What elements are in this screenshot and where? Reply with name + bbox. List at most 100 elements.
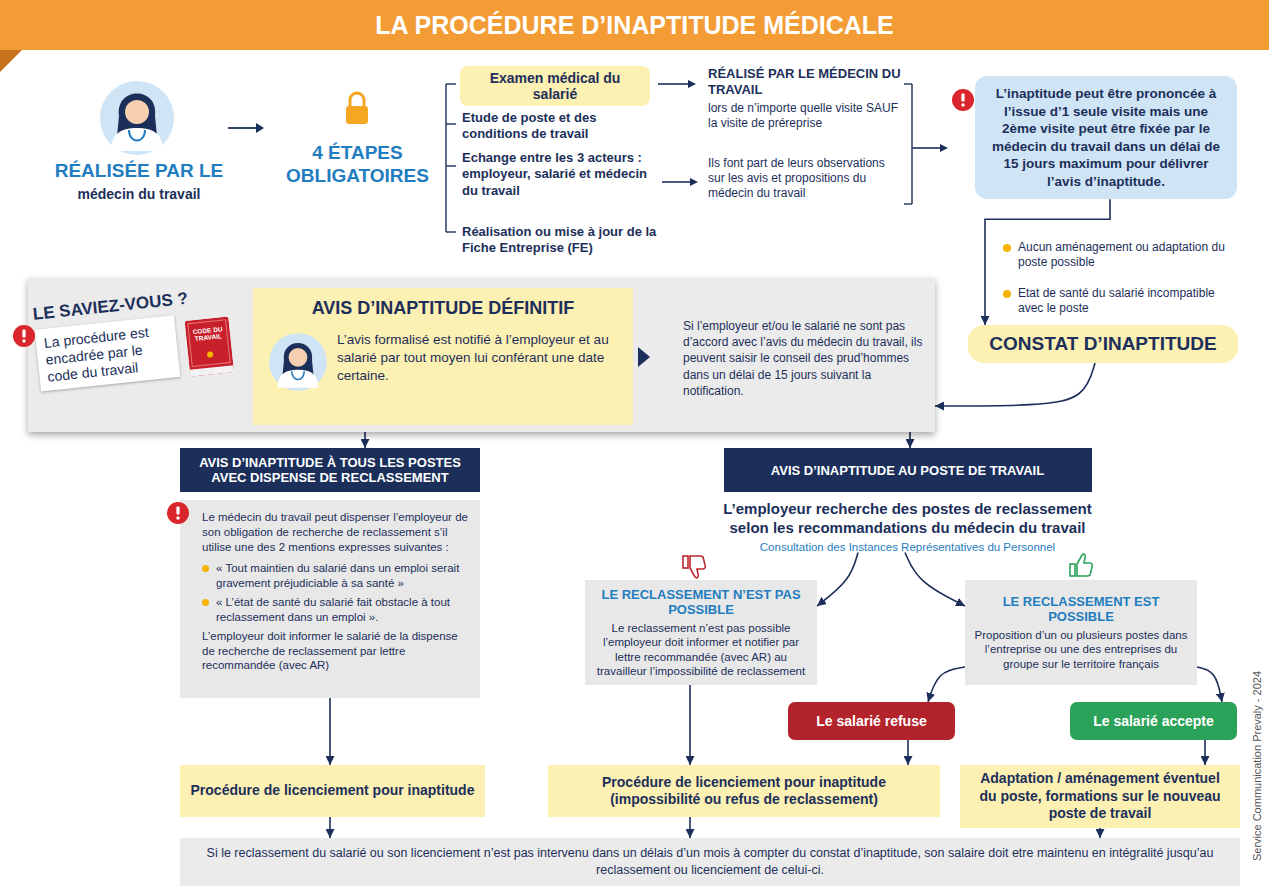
- connector-arrow: [329, 817, 331, 838]
- bullet-text: Etat de santé du salarié incompatible av…: [1018, 286, 1233, 316]
- caption-subheading: médecin du travail: [34, 186, 244, 202]
- outcome-box: LE RECLASSEMENT EST POSSIBLEProposition …: [965, 580, 1197, 685]
- node-text: L’employeur doit informer le salarié de …: [202, 629, 468, 674]
- note-text: lors de n’importe quelle visite SAUF la …: [708, 101, 903, 131]
- doctor-face: [125, 100, 149, 124]
- node-text: Adaptation / aménagement éventuel du pos…: [970, 770, 1230, 823]
- node-text: Le salarié refuse: [816, 713, 927, 729]
- node-text: CONSTAT D’INAPTITUDE: [989, 333, 1216, 355]
- node-text: Si le reclassement du salarié ou son lic…: [200, 845, 1220, 879]
- procedure-box: Procédure de licenciement pour inaptitud…: [548, 765, 940, 817]
- flow-arrow: [662, 181, 690, 183]
- connector-arrow: [689, 685, 691, 765]
- bracket: [911, 84, 912, 204]
- bracket-tick: [904, 203, 912, 204]
- connector-arrow: [928, 667, 965, 702]
- text-box: Le médecin du travail peut dispenser l’e…: [180, 500, 480, 698]
- stethoscope: [129, 130, 145, 141]
- step-label: Echange entre les 3 acteurs : employeur,…: [462, 150, 657, 199]
- node-text: Le salarié accepte: [1093, 713, 1214, 729]
- thumb-cuff: [683, 556, 688, 568]
- caption-heading: RÉALISÉE PAR LE: [34, 160, 244, 183]
- warning-bar: [176, 507, 179, 515]
- decision-pill: Le salarié refuse: [788, 702, 955, 740]
- note-heading: RÉALISÉ PAR LE MÉDECIN DU TRAVAIL: [708, 66, 903, 99]
- connector-arrow: [329, 698, 331, 765]
- procedure-box: Procédure de licenciement pour inaptitud…: [180, 765, 485, 817]
- warning-dot: [961, 103, 964, 106]
- result-box: CONSTAT D’INAPTITUDE: [968, 325, 1238, 363]
- warning-dot: [176, 516, 179, 519]
- warning-dot: [22, 339, 25, 342]
- node-text: Le médecin du travail peut dispenser l’e…: [202, 510, 468, 555]
- arrow-head: [256, 123, 264, 133]
- warning-icon: [952, 89, 974, 111]
- bracket-tick: [904, 83, 912, 84]
- procedure-box: Adaptation / aménagement éventuel du pos…: [960, 765, 1240, 828]
- node-text: « Tout maintien du salarié dans un emplo…: [202, 561, 468, 591]
- node-text: L’inaptitude peut être prononcée à l’iss…: [987, 85, 1225, 190]
- flow-arrow: [912, 147, 940, 149]
- doctor-icon: [100, 81, 174, 155]
- connector-arrow: [364, 432, 366, 448]
- footer-band: Si le reclassement du salarié ou son lic…: [180, 838, 1240, 886]
- outcome-box: LE RECLASSEMENT N’EST PAS POSSIBLELe rec…: [585, 580, 817, 685]
- warning-bar: [22, 330, 25, 338]
- warning-icon: [13, 325, 35, 347]
- decision-pill: Le salarié accepte: [1070, 702, 1237, 740]
- warning-circle: [13, 325, 35, 347]
- arrow-head: [940, 144, 948, 152]
- bracket: [445, 84, 446, 232]
- lock-body: [346, 106, 368, 124]
- bracket-tick: [446, 231, 456, 232]
- bullet-dot: [1003, 244, 1011, 252]
- note-card: LE SAVIEZ-VOUS ?La procédure est encadré…: [32, 284, 245, 392]
- arrow-head: [690, 178, 698, 186]
- node-text: Le reclassement n’est pas possible l’emp…: [591, 621, 811, 679]
- node-text: LE RECLASSEMENT N’EST PAS POSSIBLE: [591, 587, 811, 618]
- doctor-face: [289, 348, 308, 367]
- doctor-hair: [282, 343, 313, 376]
- doctor-coat: [278, 370, 319, 388]
- warning-circle: [952, 89, 974, 111]
- node-text: L’employeur recherche des postes de recl…: [705, 500, 1110, 538]
- connector-arrow: [909, 432, 911, 448]
- node-text: Consultation des Instances Représentativ…: [705, 541, 1110, 553]
- node-text: L’avis formalisé est notifié à l’employe…: [267, 331, 619, 386]
- bullet-dot: [1003, 290, 1011, 298]
- flow-arrow: [228, 127, 256, 129]
- thumb-shape: [1077, 554, 1092, 576]
- book-frame: [188, 320, 230, 367]
- thumb-up-icon: [1070, 554, 1092, 576]
- book-pages: [190, 365, 234, 377]
- doctor-icon: [269, 333, 327, 391]
- connector-arrow: [907, 740, 909, 765]
- credit-text: Service Communication Prevaly - 2024: [1251, 651, 1265, 881]
- connector-arrow: [935, 363, 1095, 406]
- node-text: AVIS D’INAPTITUDE AU POSTE DE TRAVAIL: [724, 448, 1092, 492]
- connector-arrow: [689, 817, 691, 838]
- note-text: Ils font part de leurs observations sur …: [708, 156, 903, 201]
- node-text: La procédure est encadrée par le code du…: [35, 315, 181, 392]
- thumb-cuff: [1070, 564, 1075, 576]
- info-panel: Si l’employeur et/ou le salarié ne sont …: [28, 278, 935, 432]
- step-box: Examen médical du salarié: [460, 66, 650, 106]
- node-text: LE RECLASSEMENT EST POSSIBLE: [971, 594, 1191, 625]
- arrow-head: [688, 80, 696, 88]
- warning-icon: [167, 502, 189, 524]
- warning-bar: [961, 94, 964, 102]
- connector-arrow: [817, 553, 858, 607]
- connector-arrow: [1099, 828, 1101, 839]
- node-text: Proposition d’un ou plusieurs postes dan…: [971, 628, 1191, 671]
- node-text: Procédure de licenciement pour inaptitud…: [558, 774, 930, 809]
- lock-shackle: [350, 93, 364, 106]
- warning-circle: [167, 502, 189, 524]
- node-text: AVIS D’INAPTITUDE DÉFINITIF: [267, 298, 619, 319]
- doctor-coat: [111, 128, 163, 151]
- header-box: AVIS D’INAPTITUDE À TOUS LES POSTES AVEC…: [180, 448, 480, 492]
- title-band: [0, 0, 1269, 50]
- book-seal: [207, 351, 214, 358]
- book-cover: [185, 316, 235, 376]
- node-text: Procédure de licenciement pour inaptitud…: [191, 782, 475, 800]
